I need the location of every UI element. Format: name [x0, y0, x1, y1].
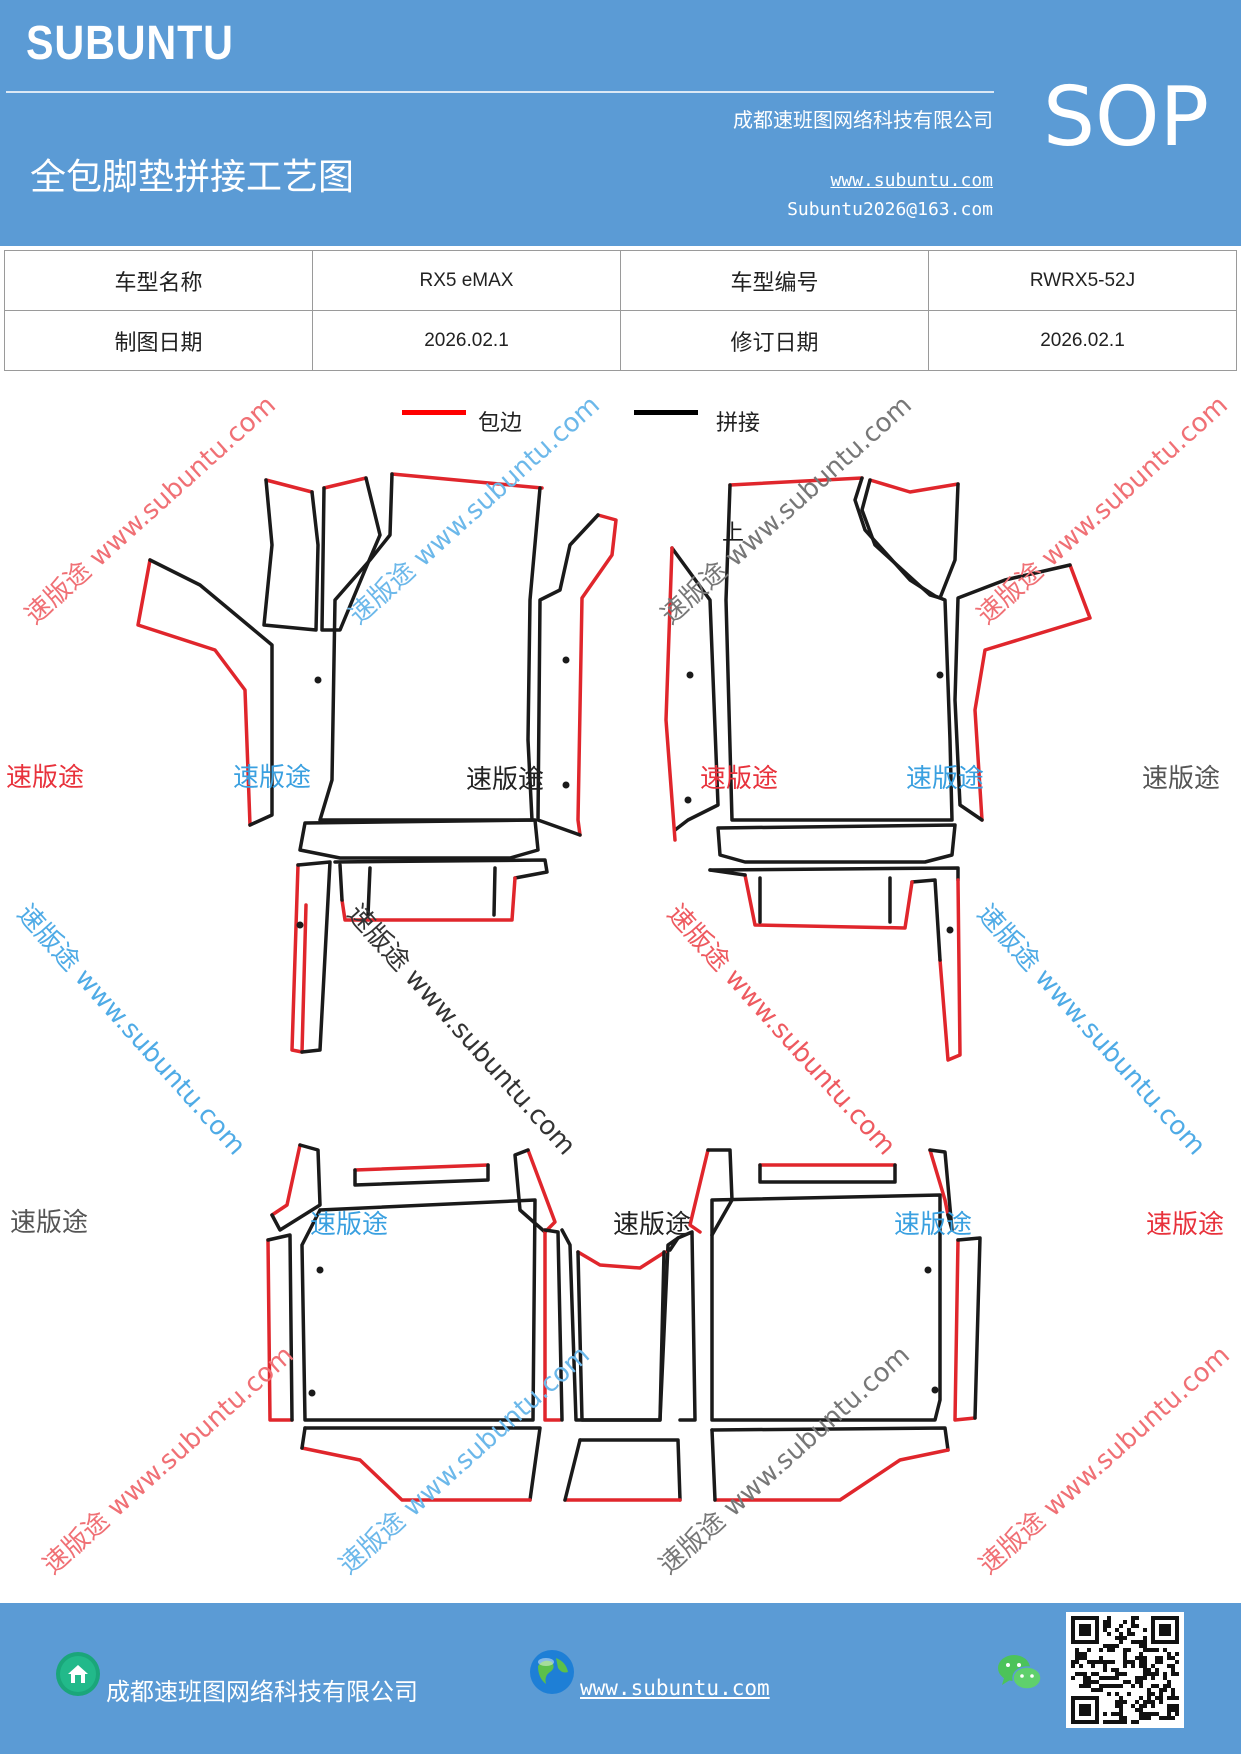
brand-logo: SUBUNTU	[26, 17, 234, 70]
legend-edge-label: 包边	[478, 411, 523, 436]
legend-edge-swatch	[402, 410, 466, 415]
header-website-link[interactable]: www.subuntu.com	[830, 170, 993, 191]
qr-code[interactable]	[1066, 1612, 1184, 1728]
watermark: 速版途	[6, 763, 85, 793]
header-email[interactable]: Subuntu2026@163.com	[787, 199, 993, 220]
watermark: 速版途	[10, 1208, 89, 1238]
label-draw-date: 制图日期	[4, 310, 313, 371]
vehicle-info-table: 车型名称 RX5 eMAX 车型编号 RWRX5-52J 制图日期 2026.0…	[4, 250, 1237, 371]
wechat-icon[interactable]	[996, 1652, 1044, 1694]
footer-company: 成都速班图网络科技有限公司	[106, 1678, 418, 1706]
value-revise-date: 2026.02.1	[928, 310, 1237, 371]
header-company: 成都速班图网络科技有限公司	[733, 108, 993, 132]
watermark: 速版途	[310, 1210, 389, 1240]
label-model-name: 车型名称	[4, 250, 313, 311]
legend-seam-label: 拼接	[716, 411, 761, 436]
label-revise-date: 修订日期	[620, 310, 929, 371]
table-row: 车型名称 RX5 eMAX 车型编号 RWRX5-52J	[4, 250, 1237, 311]
footer-website-link[interactable]: www.subuntu.com	[580, 1676, 770, 1700]
table-row: 制图日期 2026.02.1 修订日期 2026.02.1	[4, 310, 1237, 371]
watermark: 速版途	[466, 765, 545, 795]
page-title: 全包脚垫拼接工艺图	[30, 157, 355, 198]
header-divider	[6, 91, 994, 93]
front-right-mat-group	[664, 476, 1092, 1062]
value-draw-date: 2026.02.1	[312, 310, 621, 371]
header-banner	[0, 0, 1241, 246]
watermark: 速版途	[1142, 764, 1221, 794]
value-model-code: RWRX5-52J	[928, 250, 1237, 311]
watermark: 速版途	[1146, 1210, 1225, 1240]
label-model-code: 车型编号	[620, 250, 929, 311]
orientation-mark: 上	[722, 521, 744, 546]
front-left-mat-group	[136, 472, 618, 1054]
value-model-name: RX5 eMAX	[312, 250, 621, 311]
home-icon	[56, 1652, 100, 1696]
watermark: 速版途	[613, 1210, 692, 1240]
globe-icon	[530, 1650, 574, 1694]
rear-mat-group	[266, 1143, 982, 1502]
watermark: 速版途	[233, 763, 312, 793]
watermark: 速版途	[906, 764, 985, 794]
legend-seam-swatch	[634, 410, 698, 415]
watermark: 速版途	[894, 1210, 973, 1240]
sop-badge: SOP	[1043, 70, 1210, 165]
watermark: 速版途	[700, 764, 779, 794]
